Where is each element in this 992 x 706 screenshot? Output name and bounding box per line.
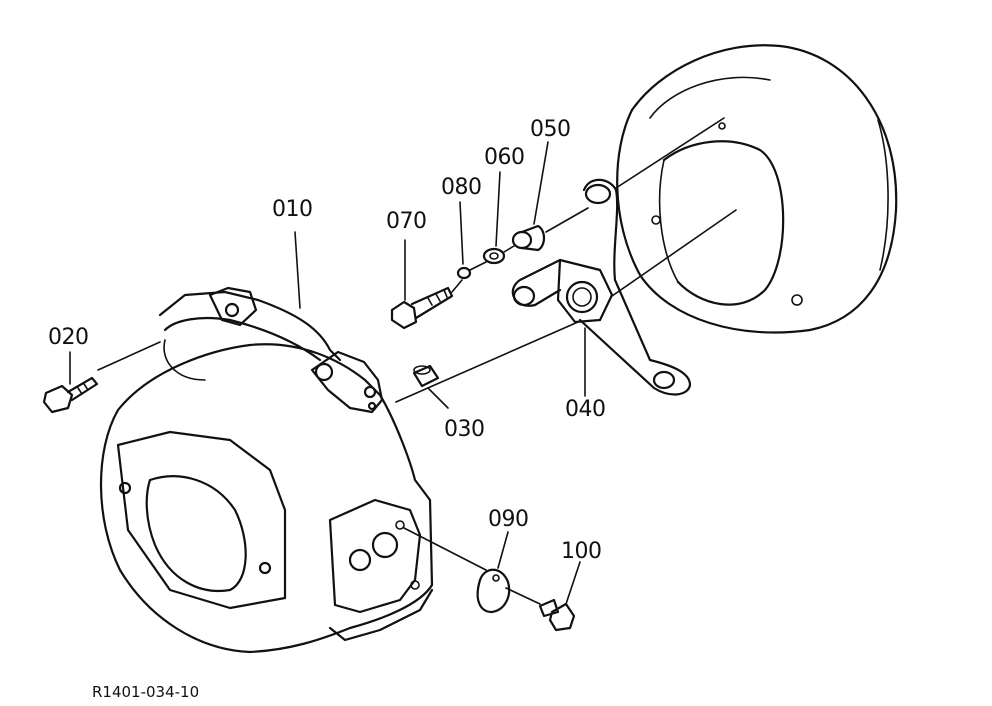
part-label-040: 040 <box>565 397 606 422</box>
pin-030 <box>412 364 440 388</box>
washer-060 <box>482 247 506 265</box>
flywheel <box>616 44 898 334</box>
bushing-050 <box>511 224 546 252</box>
part-label-080: 080 <box>441 175 482 200</box>
assembly-axis-lines <box>97 117 737 605</box>
part-label-100: 100 <box>561 539 602 564</box>
flywheel-housing <box>99 286 434 654</box>
part-label-050: 050 <box>530 117 571 142</box>
bolt-070 <box>390 286 454 330</box>
leader-lines <box>69 141 586 605</box>
bolt-100 <box>538 598 576 632</box>
part-label-010: 010 <box>272 197 313 222</box>
part-label-030: 030 <box>444 417 485 442</box>
part-label-020: 020 <box>48 325 89 350</box>
part-label-090: 090 <box>488 507 529 532</box>
flywheel-plate-040 <box>511 178 692 396</box>
part-label-070: 070 <box>386 209 427 234</box>
diagram-code: R1401-034-10 <box>92 683 199 701</box>
cover-090 <box>476 568 511 614</box>
part-label-060: 060 <box>484 145 525 170</box>
spring-washer-080 <box>456 266 472 280</box>
bolt-020 <box>42 376 99 414</box>
